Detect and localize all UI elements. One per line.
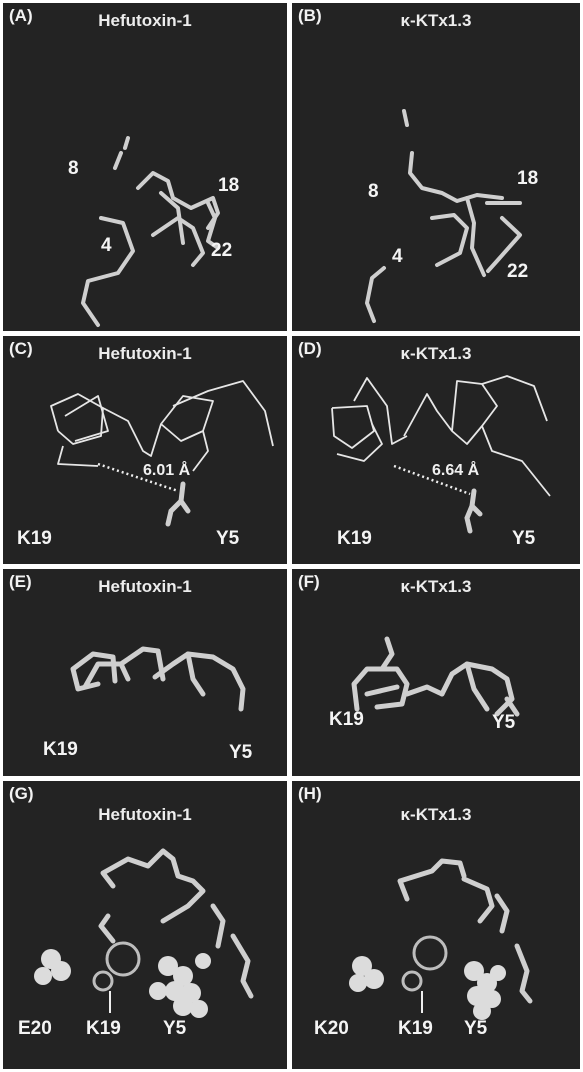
residue-label-22: 22 — [211, 240, 232, 262]
distance-label: 6.64 Å — [432, 462, 479, 480]
residue-label-y5: Y5 — [512, 528, 535, 550]
panel-f-title: κ-KTx1.3 — [292, 577, 580, 597]
panel-d-title: κ-KTx1.3 — [292, 344, 580, 364]
panel-a-structure — [3, 3, 287, 331]
residue-label-k19: K19 — [86, 1018, 121, 1040]
panel-e: (E) Hefutoxin-1 K19 Y5 — [3, 569, 287, 776]
panel-b-title: κ-KTx1.3 — [292, 11, 580, 31]
panel-a: (A) Hefutoxin-1 8 18 4 22 — [3, 3, 287, 331]
panel-c-title: Hefutoxin-1 — [3, 344, 287, 364]
panel-d: (D) κ-KTx1.3 6.64 Å K19 Y5 — [292, 336, 580, 564]
residue-label-8: 8 — [68, 158, 79, 180]
residue-label-y5: Y5 — [163, 1018, 186, 1040]
panel-d-structure — [292, 336, 580, 564]
distance-label: 6.01 Å — [143, 462, 190, 480]
panel-g-title: Hefutoxin-1 — [3, 805, 287, 825]
residue-label-4: 4 — [101, 235, 112, 257]
residue-label-18: 18 — [218, 175, 239, 197]
panel-h: (H) κ-KTx1.3 K20 K19 Y5 — [292, 781, 580, 1069]
panel-a-title: Hefutoxin-1 — [3, 11, 287, 31]
residue-label-y5: Y5 — [229, 742, 252, 764]
panel-f: (F) κ-KTx1.3 K19 Y5 — [292, 569, 580, 776]
residue-label-k19: K19 — [337, 528, 372, 550]
residue-label-8: 8 — [368, 181, 379, 203]
residue-label-y5: Y5 — [464, 1018, 487, 1040]
panel-f-structure — [292, 569, 580, 776]
residue-label-k19: K19 — [43, 739, 78, 761]
residue-label-k19: K19 — [329, 709, 364, 731]
residue-label-18: 18 — [517, 168, 538, 190]
residue-label-k20: K20 — [314, 1018, 349, 1040]
panel-g: (G) Hefutoxin-1 E20 K19 Y5 — [3, 781, 287, 1069]
residue-label-k19: K19 — [17, 528, 52, 550]
residue-label-e20: E20 — [18, 1018, 52, 1040]
residue-label-4: 4 — [392, 246, 403, 268]
panel-g-tag: (G) — [9, 784, 34, 804]
panel-e-title: Hefutoxin-1 — [3, 577, 287, 597]
residue-label-y5: Y5 — [216, 528, 239, 550]
panel-h-title: κ-KTx1.3 — [292, 805, 580, 825]
panel-b-structure — [292, 3, 580, 331]
residue-label-k19: K19 — [398, 1018, 433, 1040]
residue-label-22: 22 — [507, 261, 528, 283]
panel-b: (B) κ-KTx1.3 8 18 4 22 — [292, 3, 580, 331]
panel-h-tag: (H) — [298, 784, 322, 804]
panel-c: (C) Hefutoxin-1 6.01 Å K19 Y5 — [3, 336, 287, 564]
residue-label-y5: Y5 — [492, 712, 515, 734]
